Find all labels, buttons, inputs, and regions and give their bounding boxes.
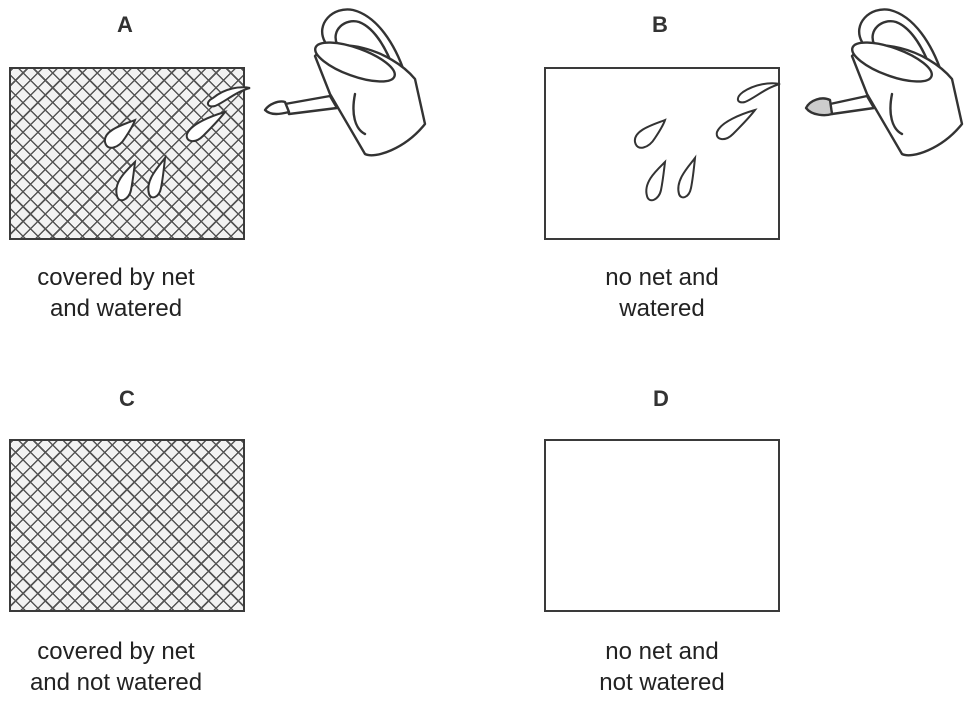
watering-can-icon-b bbox=[800, 4, 967, 164]
caption-d-line1: no net and bbox=[562, 636, 762, 667]
caption-c-line1: covered by net bbox=[16, 636, 216, 667]
water-drop-icon bbox=[187, 112, 225, 141]
water-drop-icon bbox=[678, 158, 695, 197]
water-drop-icon bbox=[738, 83, 780, 102]
caption-a-line1: covered by net bbox=[16, 262, 216, 293]
water-drop-icon bbox=[646, 162, 665, 200]
water-drop-icon bbox=[717, 110, 755, 139]
panel-letter-c: C bbox=[119, 386, 135, 412]
water-drop-icon bbox=[148, 158, 165, 197]
water-drop-icon bbox=[105, 120, 135, 148]
panel-letter-b: B bbox=[652, 12, 668, 38]
caption-b: no net and watered bbox=[562, 262, 762, 324]
caption-d: no net and not watered bbox=[562, 636, 762, 698]
water-drops-a bbox=[95, 80, 255, 210]
watering-can-icon-a bbox=[255, 4, 445, 164]
caption-c: covered by net and not watered bbox=[16, 636, 216, 698]
caption-c-line2: and not watered bbox=[16, 667, 216, 698]
water-drops-b bbox=[625, 80, 785, 210]
caption-a: covered by net and watered bbox=[16, 262, 216, 324]
caption-b-line1: no net and bbox=[562, 262, 762, 293]
water-drop-icon bbox=[635, 120, 665, 148]
caption-d-line2: not watered bbox=[562, 667, 762, 698]
plot-c-netted bbox=[9, 439, 245, 612]
water-drop-icon bbox=[208, 87, 250, 106]
water-drop-icon bbox=[116, 162, 135, 200]
panel-letter-d: D bbox=[653, 386, 669, 412]
caption-b-line2: watered bbox=[562, 293, 762, 324]
plot-d-open bbox=[544, 439, 780, 612]
panel-letter-a: A bbox=[117, 12, 133, 38]
caption-a-line2: and watered bbox=[16, 293, 216, 324]
